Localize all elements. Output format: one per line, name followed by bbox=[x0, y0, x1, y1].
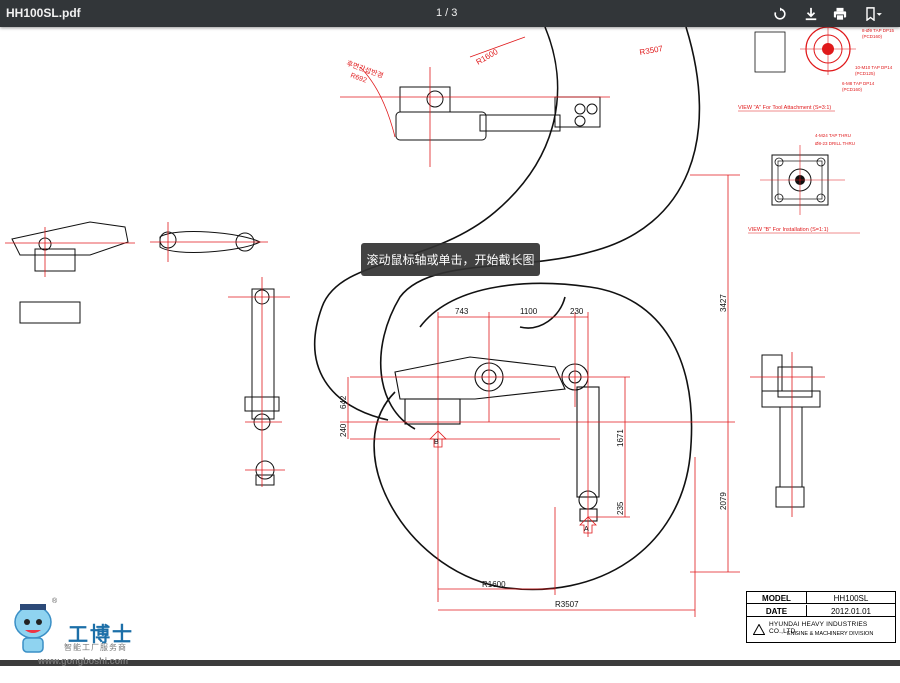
warning-triangle-icon bbox=[753, 624, 765, 635]
svg-text:Ø8-23 DRILL THRU: Ø8-23 DRILL THRU bbox=[815, 141, 855, 146]
page-separator-bar bbox=[0, 660, 900, 666]
company-name: HYUNDAI HEAVY INDUSTRIES CO.,LTD. bbox=[769, 621, 868, 635]
svg-text:A: A bbox=[584, 526, 589, 533]
registered-mark: ® bbox=[52, 598, 58, 605]
svg-text:(PCD160): (PCD160) bbox=[862, 34, 883, 39]
view-b-notes: 4-M24 TAP THRU Ø8-23 DRILL THRU bbox=[815, 133, 855, 146]
bookmark-menu-button[interactable] bbox=[862, 4, 886, 24]
logo-subtitle: 智能工厂服务商 bbox=[64, 643, 127, 652]
dim-1100: 1100 bbox=[520, 307, 538, 316]
lower-loop-arc bbox=[373, 282, 693, 591]
main-dimension-labels: 743 1100 230 642 240 1671 235 3427 2079 … bbox=[339, 294, 728, 609]
svg-text:8-Ø9 TAP DP15: 8-Ø9 TAP DP15 bbox=[862, 28, 895, 33]
dim-240: 240 bbox=[339, 423, 348, 437]
rotate-button[interactable] bbox=[770, 4, 790, 24]
marker-b: B bbox=[429, 430, 447, 448]
top-robot-view bbox=[395, 86, 601, 141]
top-radius-1600: R1600 bbox=[475, 47, 500, 67]
pdf-viewer-toolbar: HH100SL.pdf 1 / 3 bbox=[0, 0, 900, 27]
view-a-caption: VIEW "A" For Tool Attachment (S=3:1) bbox=[738, 105, 831, 111]
print-button[interactable] bbox=[830, 4, 850, 24]
svg-text:6-M8 TAP DP14: 6-M8 TAP DP14 bbox=[842, 81, 875, 86]
company-division: ENGINE & MACHINERY DIVISION bbox=[787, 631, 874, 637]
print-icon bbox=[833, 7, 847, 21]
inner-hook-arc bbox=[519, 296, 566, 329]
svg-text:B: B bbox=[434, 439, 439, 446]
rotate-icon bbox=[774, 7, 786, 20]
logo-name: 工博士 bbox=[68, 622, 134, 646]
dim-743: 743 bbox=[455, 307, 469, 316]
bookmark-icon bbox=[866, 7, 882, 21]
model-value: HH100SL bbox=[833, 593, 869, 603]
model-label: MODEL bbox=[747, 592, 807, 604]
drawing-title-block: MODEL HH100SL DATE 2012.01.01 HYUNDAI HE… bbox=[746, 591, 896, 643]
korean-radius: R692 bbox=[349, 72, 367, 84]
document-title: HH100SL.pdf bbox=[6, 6, 81, 20]
dim-1671: 1671 bbox=[616, 429, 625, 447]
logo-url: www.gongboshi.com bbox=[38, 656, 129, 666]
dim-r1600: R1600 bbox=[482, 580, 506, 589]
dim-2079: 2079 bbox=[719, 492, 728, 510]
pdf-page[interactable]: R1600 R3507 후면간섭반경 R692 bbox=[0, 27, 900, 656]
top-radius-3507: R3507 bbox=[639, 44, 664, 57]
view-b-detail bbox=[760, 145, 845, 215]
outer-spiral-arc bbox=[313, 27, 559, 421]
date-value: 2012.01.01 bbox=[830, 606, 872, 616]
view-b-caption: VIEW "B" For Installation (S=1:1) bbox=[748, 227, 829, 233]
robot-technical-drawing: R1600 R3507 후면간섭반경 R692 bbox=[5, 27, 895, 617]
view-a-notes: 8-Ø9 TAP DP15 (PCD160) 10-M10 TAP DP14 (… bbox=[842, 28, 895, 92]
main-dimension-lines bbox=[340, 174, 740, 617]
svg-text:(PCD160): (PCD160) bbox=[842, 87, 863, 92]
download-icon bbox=[805, 7, 817, 21]
dim-r3507: R3507 bbox=[555, 600, 579, 609]
left-robot-views bbox=[11, 221, 280, 486]
front-robot-view bbox=[761, 354, 821, 508]
dim-642: 642 bbox=[339, 395, 348, 409]
download-button[interactable] bbox=[801, 4, 821, 24]
gongboshi-watermark: ® 工博士 智能工厂服务商 www.gongboshi.com bbox=[8, 598, 148, 678]
svg-text:(PCD125): (PCD125) bbox=[855, 71, 876, 76]
view-a-detail bbox=[754, 27, 856, 75]
svg-text:10-M10 TAP DP14: 10-M10 TAP DP14 bbox=[855, 65, 893, 70]
svg-text:4-M24 TAP THRU: 4-M24 TAP THRU bbox=[815, 133, 851, 138]
dim-230: 230 bbox=[570, 307, 584, 316]
dim-235: 235 bbox=[616, 501, 625, 515]
dim-3427: 3427 bbox=[719, 294, 728, 312]
screenshot-tooltip: 滚动鼠标轴或单击，开始截长图 bbox=[361, 243, 540, 276]
date-label: DATE bbox=[747, 605, 807, 617]
mascot-icon bbox=[14, 604, 52, 653]
marker-a: A bbox=[579, 516, 597, 534]
company-block: HYUNDAI HEAVY INDUSTRIES CO.,LTD. ENGINE… bbox=[747, 618, 895, 642]
page-counter: 1 / 3 bbox=[436, 7, 458, 19]
